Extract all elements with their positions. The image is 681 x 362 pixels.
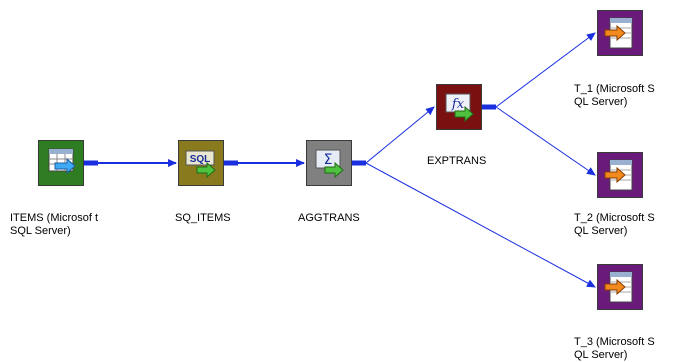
aggregator-node[interactable]: Σ: [306, 140, 352, 186]
sigma-icon-text: Σ: [324, 152, 333, 168]
t2-label: T_2 (Microsoft S QL Server): [574, 212, 655, 237]
sql-icon: SQL: [179, 141, 223, 185]
link-aggtrans-t_3: [365, 162, 596, 288]
target-t3-node[interactable]: [597, 264, 643, 310]
target-t1-node[interactable]: [597, 10, 643, 56]
link-exptrans-t_1: [495, 32, 596, 108]
t1-label: T_1 (Microsoft S QL Server): [574, 83, 655, 108]
sigma-icon: Σ: [307, 141, 351, 185]
sql-icon-text: SQL: [190, 154, 211, 165]
fx-icon-text: fx: [451, 97, 465, 112]
source-qualifier-node[interactable]: SQL: [178, 140, 224, 186]
target-table-icon: [598, 153, 642, 197]
fx-icon: fx: [437, 85, 481, 129]
links-layer: [84, 32, 596, 288]
target-table-icon: [598, 11, 642, 55]
sq-items-label: SQ_ITEMS: [175, 212, 231, 224]
target-table-icon: [598, 265, 642, 309]
aggtrans-label: AGGTRANS: [298, 212, 360, 224]
exptrans-label: EXPTRANS: [427, 155, 487, 167]
target-t2-node[interactable]: [597, 152, 643, 198]
t3-label: T_3 (Microsoft S QL Server): [574, 336, 655, 361]
link-aggtrans-exptrans: [365, 106, 435, 164]
items-label: ITEMS (Microsof t SQL Server): [10, 212, 99, 237]
expression-node[interactable]: fx: [436, 84, 482, 130]
source-items-node[interactable]: [38, 140, 84, 186]
link-exptrans-t_2: [495, 106, 596, 176]
source-table-icon: [39, 141, 83, 185]
